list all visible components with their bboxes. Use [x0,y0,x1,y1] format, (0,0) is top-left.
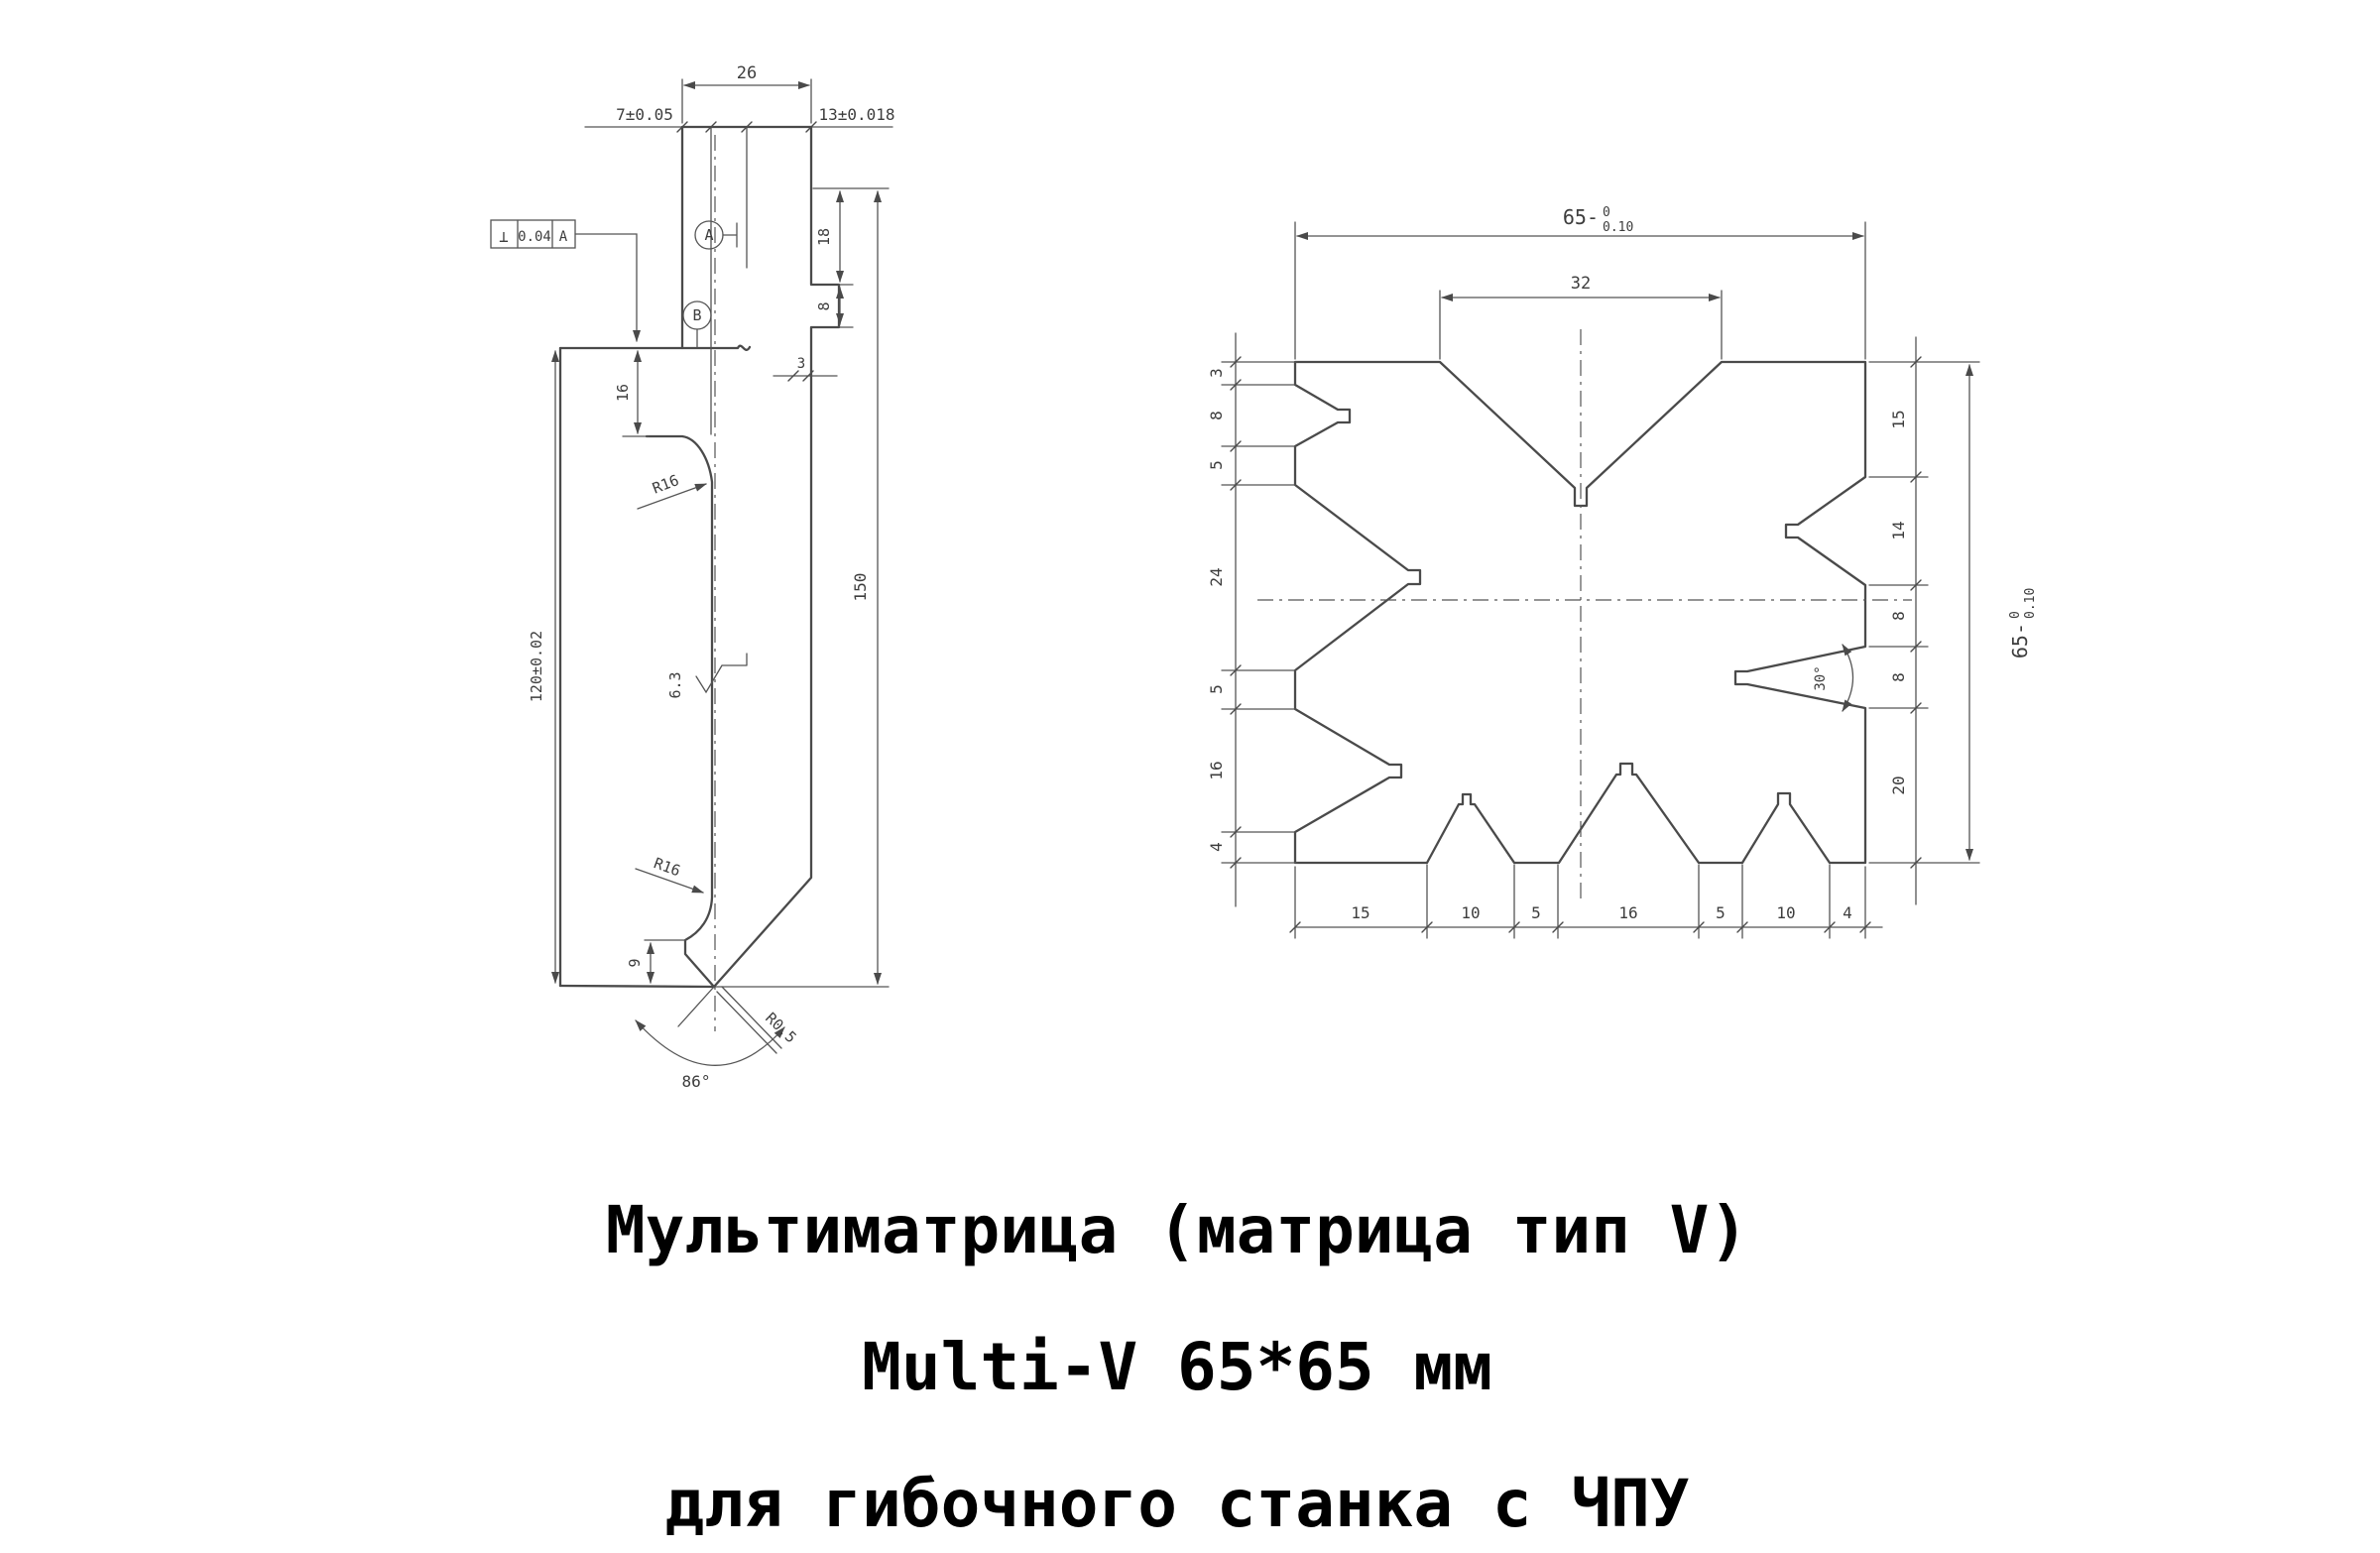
die-bottom-dim-5: 10 [1776,903,1795,922]
die-height-lower: 0.10 [2023,588,2038,619]
die-left-dim-6: 4 [1207,842,1226,852]
die-right-dim-2: 8 [1889,611,1908,621]
die-labels: 65- 0 0.10 32 3 8 5 24 5 16 4 15 14 8 8 … [1207,205,2038,922]
die-centerlines [1257,329,1912,900]
punch-technical-drawing: 26 7±0.05 13±0.018 ⊥ 0.04 A A B 16 R16 6… [490,63,895,1091]
die-bottom-dim-2: 5 [1531,903,1541,922]
die-width-lower: 0.10 [1603,220,1633,235]
die-left-dim-1: 8 [1207,411,1226,420]
die-bottom-dim-6: 4 [1843,903,1852,922]
die-left-dim-4: 5 [1207,684,1226,694]
die-left-dim-0: 3 [1207,368,1226,378]
punch-dim-shank-width: 13±0.018 [818,105,894,124]
die-dimension-lines [1221,221,1980,939]
die-left-dim-2: 5 [1207,460,1226,470]
die-dim-overall-width: 65- 0 0.10 [1563,205,1633,235]
die-left-dim-5: 16 [1207,761,1226,779]
die-dim-top-v-width: 32 [1571,274,1591,294]
die-bottom-dim-3: 16 [1618,903,1637,922]
die-technical-drawing: 65- 0 0.10 32 3 8 5 24 5 16 4 15 14 8 8 … [1207,205,2038,939]
caption: Мультиматрица (матрица тип V) Multi-V 65… [0,1162,2354,1553]
punch-dim-upper-radius: R16 [650,471,681,498]
die-bottom-dim-1: 10 [1461,903,1480,922]
punch-datum-a: A [704,226,713,244]
die-small-v-angle: 30° [1813,665,1829,690]
caption-line-2: Multi-V 65*65 мм [862,1329,1492,1405]
punch-datum-b: B [692,306,701,324]
punch-outline [558,125,841,989]
die-outline [1293,360,1867,865]
punch-dim-top-width: 26 [737,63,757,83]
caption-line-1: Мультиматрица (матрица тип V) [605,1192,1749,1268]
die-dim-overall-height: 65- 0 0.10 [2008,588,2038,658]
punch-dim-tab-depth: 3 [797,356,805,372]
punch-dim-tab-height: 8 [815,301,833,310]
die-bottom-dim-4: 5 [1716,903,1726,922]
punch-gdt-symbol: ⊥ [499,227,509,246]
die-right-dim-1: 14 [1889,521,1908,539]
punch-gdt-tolerance: 0.04 [518,229,551,245]
punch-roughness: 6.3 [666,671,684,698]
punch-gdt-datum: A [559,229,568,245]
punch-dim-left-step: 7±0.05 [616,105,673,124]
punch-dim-tip-radius: R0.5 [762,1009,799,1046]
die-right-dim-4: 20 [1889,776,1908,794]
caption-line-3: для гибочного станка с ЧПУ [664,1466,1690,1542]
die-right-dim-3: 8 [1889,672,1908,682]
die-width-upper: 0 [1603,205,1610,220]
punch-dim-total-height: 150 [851,573,870,602]
die-right-dim-0: 15 [1889,410,1908,428]
die-bottom-dim-0: 15 [1351,903,1369,922]
punch-dim-working-height: 120±0.02 [528,631,545,702]
punch-dim-tip-angle: 86° [682,1072,711,1091]
die-left-dim-3: 24 [1207,567,1226,586]
die-height-nominal: 65- [2008,623,2032,658]
punch-dimension-lines [490,78,893,1066]
die-height-upper: 0 [2008,611,2023,619]
die-width-nominal: 65- [1563,205,1599,229]
punch-dim-tip-offset: 9 [626,958,644,967]
punch-labels: 26 7±0.05 13±0.018 ⊥ 0.04 A A B 16 R16 6… [499,63,894,1091]
punch-dim-shoulder: 16 [614,384,632,402]
punch-dim-tab-offset: 18 [815,228,833,246]
